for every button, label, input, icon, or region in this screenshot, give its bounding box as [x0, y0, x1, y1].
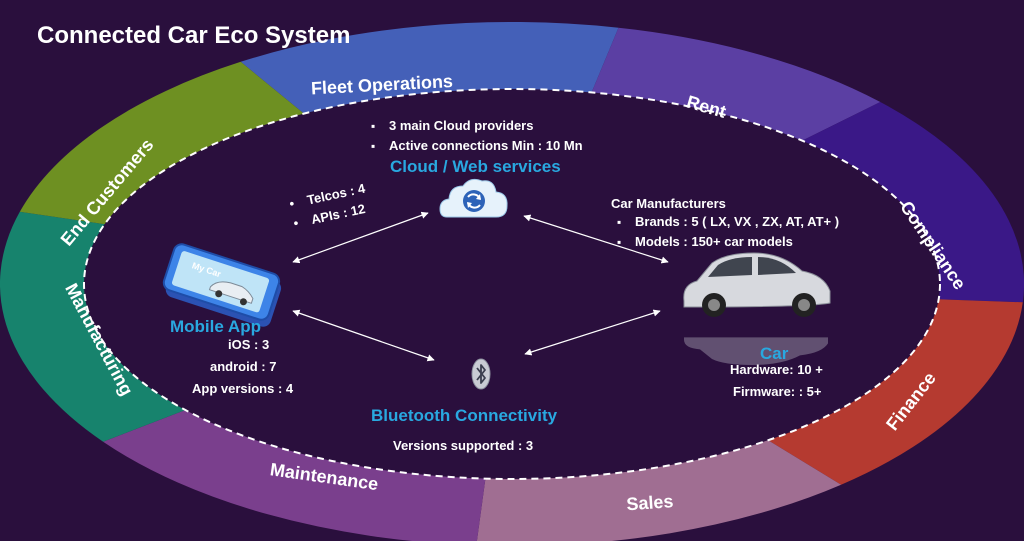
mobile-app-versions: App versions : 4 — [192, 381, 294, 396]
bluetooth-versions: Versions supported : 3 — [393, 438, 534, 453]
dashed-boundary — [83, 88, 941, 480]
arrow-mobile-bluetooth — [292, 309, 435, 362]
cloud-refresh-icon — [439, 178, 508, 218]
car-firmware: Firmware: : 5+ — [733, 384, 822, 399]
mobile-android: android : 7 — [210, 359, 277, 374]
car-bullet-2: Models : 150+ car models — [611, 232, 839, 252]
car-details: Brands : 5 ( LX, VX , ZX, AT, AT+ ) Mode… — [611, 212, 839, 252]
mobile-heading: Mobile App — [170, 317, 261, 336]
bluetooth-icon — [471, 358, 491, 390]
smartphone-icon: My Car — [162, 243, 282, 327]
cloud-bullet-1: 3 main Cloud providers — [365, 116, 583, 136]
page-title: Connected Car Eco System — [37, 22, 351, 49]
cloud-bullet-2: Active connections Min : 10 Mn — [365, 136, 583, 156]
car-hardware: Hardware: 10 + — [730, 362, 823, 377]
inner-ellipse — [84, 89, 940, 479]
cloud-heading: Cloud / Web services — [390, 157, 561, 176]
arrow-cloud-car — [523, 214, 669, 264]
ring-label-sales: Sales — [626, 491, 674, 514]
mobile-ios: iOS : 3 — [228, 337, 270, 352]
bluetooth-heading: Bluetooth Connectivity — [371, 406, 558, 425]
cloud-details: 3 main Cloud providers Active connection… — [365, 116, 583, 156]
car-intro: Car Manufacturers — [611, 196, 726, 211]
car-bullet-1: Brands : 5 ( LX, VX , ZX, AT, AT+ ) — [611, 212, 839, 232]
car-icon — [683, 252, 831, 365]
car-heading: Car — [760, 344, 789, 363]
arrow-mobile-cloud — [292, 211, 429, 264]
arrow-bluetooth-car — [524, 309, 661, 356]
